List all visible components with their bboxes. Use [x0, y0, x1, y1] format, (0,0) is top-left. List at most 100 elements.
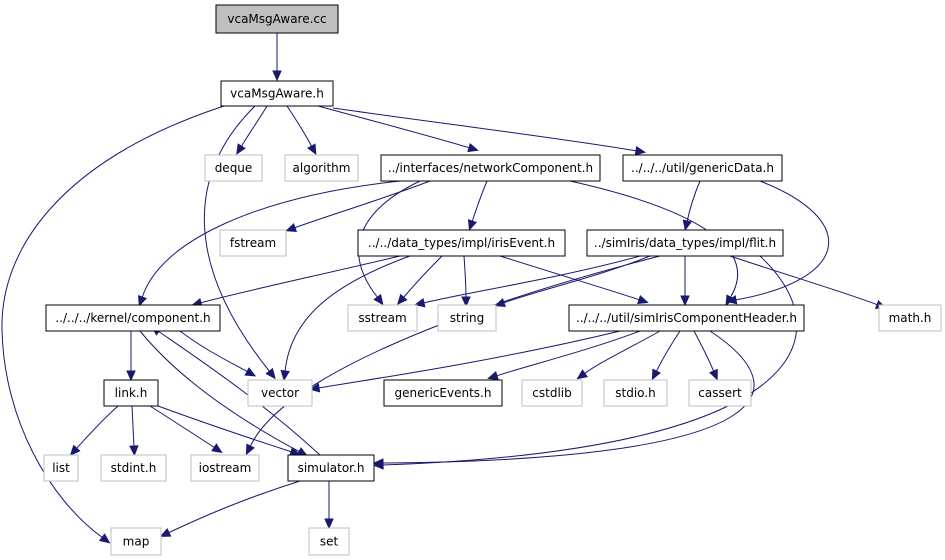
edge-link_h-to-iostream	[149, 405, 223, 454]
edge-arrowhead	[236, 143, 246, 155]
edge-arrowhead	[651, 368, 661, 381]
edge-line	[249, 255, 661, 448]
node-label: stdint.h	[111, 461, 157, 475]
edge-line	[1, 105, 225, 539]
node-label: stdio.h	[615, 386, 655, 400]
edge-line	[141, 180, 401, 299]
edge-link_h-to-simulator_h	[157, 405, 301, 457]
node-box	[45, 304, 221, 332]
node-set: set	[308, 527, 350, 556]
node-genericEvents-h[interactable]: genericEvents.h	[383, 379, 503, 407]
edge-arrowhead	[461, 296, 471, 308]
edge-arrowhead	[129, 445, 139, 457]
node-label: sstream	[358, 311, 406, 325]
node-link-h[interactable]: link.h	[103, 379, 159, 407]
edge-line	[583, 330, 661, 375]
node-box	[878, 304, 942, 332]
edge-irisEvent_h-to-sstream	[396, 255, 443, 305]
edge-line	[139, 330, 301, 453]
node-box	[357, 229, 566, 257]
node-networkComponent-h[interactable]: ../interfaces/networkComponent.h	[380, 154, 601, 182]
node-label: ../interfaces/networkComponent.h	[388, 161, 593, 175]
edge-line	[317, 330, 621, 389]
node-box	[220, 80, 334, 107]
node-component-h[interactable]: ../../../kernel/component.h	[45, 304, 221, 332]
edge-arrowhead	[396, 293, 408, 305]
edge-flit_h-to-math_h	[729, 255, 887, 309]
node-flit-h[interactable]: ../simIris/data_types/impl/flit.h	[586, 229, 784, 257]
edge-simIrisComponentHeader_h-to-cassert	[693, 330, 718, 381]
node-simIrisComponentHeader-h[interactable]: ../../../util/simIrisComponentHeader.h	[568, 304, 805, 332]
edge-vcaMsgAware_cc-to-vcaMsgAware_h	[272, 33, 282, 82]
node-cassert: cassert	[688, 379, 752, 407]
node-box	[568, 304, 805, 332]
edge-line	[422, 255, 641, 304]
edge-arrowhead	[244, 367, 257, 377]
edge-flit_h-to-iostream	[245, 255, 661, 456]
edge-arrowhead	[634, 146, 647, 156]
edge-genericData_h-to-flit_h	[682, 180, 701, 232]
edge-link_h-to-list	[69, 405, 119, 456]
edge-arrowhead	[126, 370, 136, 382]
edge-arrowhead	[211, 443, 223, 454]
edge-line	[149, 405, 216, 449]
edge-flit_h-to-simIrisComponentHeader_h	[680, 256, 690, 307]
edge-line	[693, 330, 715, 373]
node-label: math.h	[889, 311, 932, 325]
edge-line	[157, 330, 321, 456]
node-vcaMsgAware-h[interactable]: vcaMsgAware.h	[220, 80, 334, 107]
edge-arrowhead	[680, 295, 690, 307]
edge-vcaMsgAware_h-to-map	[1, 105, 225, 544]
edge-line	[286, 105, 313, 148]
node-simulator-h[interactable]: simulator.h	[287, 454, 375, 482]
edge-arrowhead	[138, 294, 147, 307]
edge-line	[75, 405, 119, 450]
node-label: simulator.h	[298, 461, 365, 475]
edge-networkComponent_h-to-irisEvent_h	[467, 180, 488, 231]
edge-simIrisComponentHeader_h-to-genericEvents_h	[487, 330, 641, 381]
edge-line	[381, 255, 798, 466]
node-label: ../simIris/data_types/impl/flit.h	[594, 236, 776, 250]
node-box	[204, 154, 263, 182]
node-box	[190, 454, 260, 482]
edge-arrowhead	[725, 295, 738, 305]
edge-simulator_h-to-map	[159, 480, 301, 537]
edge-flit_h-to-string	[494, 255, 651, 308]
edge-vcaMsgAware_h-to-deque	[236, 105, 268, 155]
edge-arrowhead	[324, 518, 334, 530]
edge-arrowhead	[245, 443, 255, 456]
edge-arrowhead	[637, 295, 649, 305]
edges-layer	[1, 33, 887, 544]
edge-line	[502, 255, 651, 304]
edge-flit_h-to-sstream	[414, 255, 641, 308]
node-box	[380, 154, 601, 182]
node-map: map	[110, 527, 162, 556]
node-label: cstdlib	[532, 386, 571, 400]
edge-arrowhead	[280, 369, 290, 382]
node-vcaMsgAware-cc[interactable]: vcaMsgAware.cc	[215, 4, 339, 34]
node-label: ../../data_types/impl/irisEvent.h	[368, 236, 555, 250]
edge-arrowhead	[307, 143, 317, 156]
node-box	[110, 527, 162, 556]
edge-networkComponent_h-to-component_h	[138, 180, 401, 307]
edge-arrowhead	[372, 458, 384, 468]
node-label: algorithm	[293, 161, 351, 175]
edge-irisEvent_h-to-string	[461, 255, 471, 308]
edge-line	[179, 330, 249, 373]
edge-networkComponent_h-to-fstream	[285, 180, 431, 232]
edge-vcaMsgAware_h-to-networkComponent_h	[317, 105, 479, 153]
edge-arrowhead	[467, 143, 479, 153]
node-box	[603, 379, 668, 407]
node-label: ../../../util/simIrisComponentHeader.h	[576, 311, 797, 325]
edge-arrowhead	[265, 367, 276, 380]
node-box	[347, 304, 418, 332]
edge-line	[240, 105, 268, 148]
edge-genericData_h-to-simIrisComponentHeader_h	[725, 180, 830, 305]
node-cstdlib: cstdlib	[521, 379, 583, 407]
node-box	[219, 229, 287, 257]
node-algorithm: algorithm	[284, 154, 359, 182]
node-genericData-h[interactable]: ../../../util/genericData.h	[622, 154, 783, 182]
node-math-h: math.h	[878, 304, 942, 332]
node-irisEvent-h[interactable]: ../../data_types/impl/irisEvent.h	[357, 229, 566, 257]
edge-line	[495, 330, 641, 377]
